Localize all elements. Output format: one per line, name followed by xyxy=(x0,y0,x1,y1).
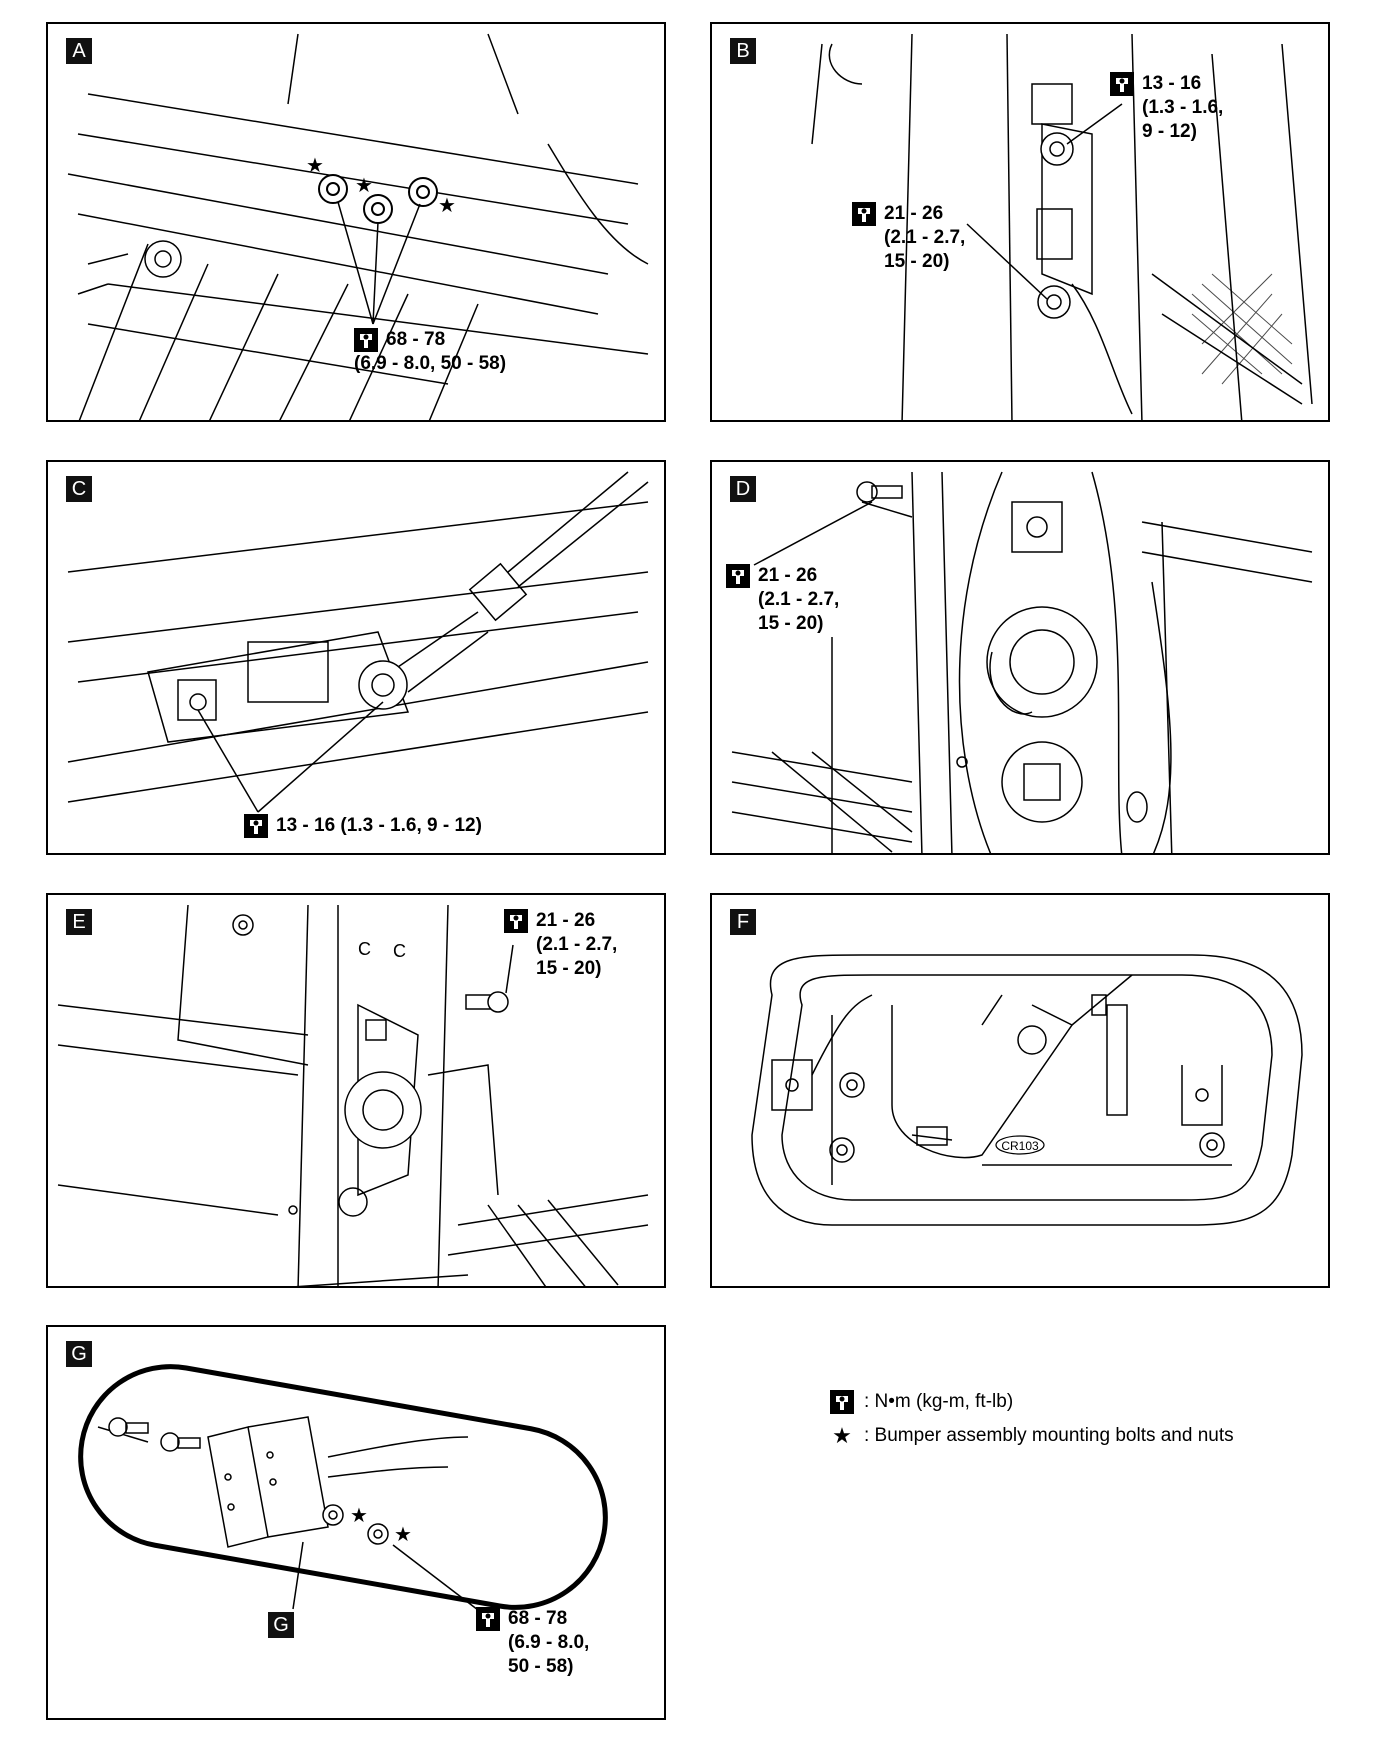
torque-value: 68 - 78 xyxy=(508,1608,568,1629)
panel-tag: G xyxy=(66,1341,92,1367)
panel-g: ★ ★ G G 68 - 78 (6.9 - 8.0, 50 - 58) xyxy=(46,1325,666,1720)
legend-star-note: : Bumper assembly mounting bolts and nut… xyxy=(864,1425,1234,1446)
torque-conversion: (2.1 - 2.7, xyxy=(536,934,618,955)
torque-value: 21 - 26 xyxy=(884,203,944,224)
torque-spec-bottom: 21 - 26 (2.1 - 2.7, 15 - 20) xyxy=(852,202,965,274)
panel-e-illustration: C C xyxy=(57,904,649,1286)
torque-value: 21 - 26 xyxy=(758,565,818,586)
svg-text:C: C xyxy=(393,941,406,961)
torque-conversion: 9 - 12) xyxy=(1142,121,1197,142)
torque-conversion: 15 - 20) xyxy=(884,251,950,272)
panel-tag: B xyxy=(730,38,756,64)
torque-wrench-icon xyxy=(830,1390,854,1414)
panel-b: B 13 - 16 (1.3 - 1.6, 9 - 12) 21 - 26 (2… xyxy=(710,22,1330,422)
torque-conversion: (1.3 - 1.6, xyxy=(1142,97,1224,118)
torque-conversion: (2.1 - 2.7, xyxy=(758,589,840,610)
torque-conversion: (6.9 - 8.0, 50 - 58) xyxy=(354,353,507,374)
star-icon: ★ xyxy=(350,1505,368,1527)
torque-wrench-icon xyxy=(852,202,876,226)
legend-star-row: ★ : Bumper assembly mounting bolts and n… xyxy=(830,1419,1234,1453)
legend-torque-unit: : N•m (kg-m, ft-lb) xyxy=(864,1391,1014,1412)
panel-a-illustration: ★ ★ ★ xyxy=(67,33,649,420)
torque-spec-top: 13 - 16 (1.3 - 1.6, 9 - 12) xyxy=(1110,72,1223,144)
torque-spec: 68 - 78 (6.9 - 8.0, 50 - 58) xyxy=(476,1607,589,1679)
star-icon: ★ xyxy=(438,195,456,217)
panel-c-illustration xyxy=(67,471,649,813)
torque-conversion: 15 - 20) xyxy=(758,613,824,634)
panel-a: ★ ★ ★ A 68 - 78 (6.9 - 8.0, 50 - 58) xyxy=(46,22,666,422)
torque-value: 68 - 78 xyxy=(386,329,446,350)
panel-tag: E xyxy=(66,909,92,935)
panel-c: C 13 - 16 (1.3 - 1.6, 9 - 12) xyxy=(46,460,666,855)
torque-conversion: 15 - 20) xyxy=(536,958,602,979)
torque-wrench-icon xyxy=(1110,72,1134,96)
torque-spec: 13 - 16 (1.3 - 1.6, 9 - 12) xyxy=(244,814,482,838)
torque-wrench-icon xyxy=(726,564,750,588)
star-icon: ★ xyxy=(394,1524,412,1546)
svg-text:C: C xyxy=(358,939,371,959)
torque-spec: 21 - 26 (2.1 - 2.7, 15 - 20) xyxy=(726,564,839,636)
panel-f-illustration: CR103 xyxy=(751,954,1303,1226)
panel-g-illustration: ★ ★ xyxy=(78,1364,608,1611)
panel-inset-tag: G xyxy=(268,1612,294,1638)
part-code-badge xyxy=(995,1135,1045,1155)
panel-tag: A xyxy=(66,38,92,64)
legend-torque-row: : N•m (kg-m, ft-lb) xyxy=(830,1385,1234,1419)
torque-conversion: (6.9 - 8.0, xyxy=(508,1632,590,1653)
legend: : N•m (kg-m, ft-lb) ★ : Bumper assembly … xyxy=(830,1385,1234,1453)
part-code: CR103 xyxy=(1001,1139,1039,1153)
torque-conversion: (2.1 - 2.7, xyxy=(884,227,966,248)
panel-tag: C xyxy=(66,476,92,502)
panel-e: C C E 21 - 26 (2.1 - 2.7, 15 - 20) xyxy=(46,893,666,1288)
panel-b-illustration xyxy=(811,33,1313,420)
panel-d-illustration xyxy=(731,471,1313,853)
star-icon: ★ xyxy=(832,1423,852,1448)
panel-tag: F xyxy=(730,909,756,935)
torque-wrench-icon xyxy=(354,328,378,352)
torque-spec: 21 - 26 (2.1 - 2.7, 15 - 20) xyxy=(504,909,617,981)
torque-value: 13 - 16 (1.3 - 1.6, 9 - 12) xyxy=(276,815,482,836)
torque-conversion: 50 - 58) xyxy=(508,1656,574,1677)
panel-d: D 21 - 26 (2.1 - 2.7, 15 - 20) xyxy=(710,460,1330,855)
torque-wrench-icon xyxy=(244,814,268,838)
torque-value: 13 - 16 xyxy=(1142,73,1202,94)
torque-spec: 68 - 78 (6.9 - 8.0, 50 - 58) xyxy=(354,328,506,376)
star-icon: ★ xyxy=(306,155,324,177)
star-icon: ★ xyxy=(355,175,373,197)
torque-wrench-icon xyxy=(504,909,528,933)
panel-f: CR103 F xyxy=(710,893,1330,1288)
torque-value: 21 - 26 xyxy=(536,910,596,931)
torque-wrench-icon xyxy=(476,1607,500,1631)
panel-tag: D xyxy=(730,476,756,502)
